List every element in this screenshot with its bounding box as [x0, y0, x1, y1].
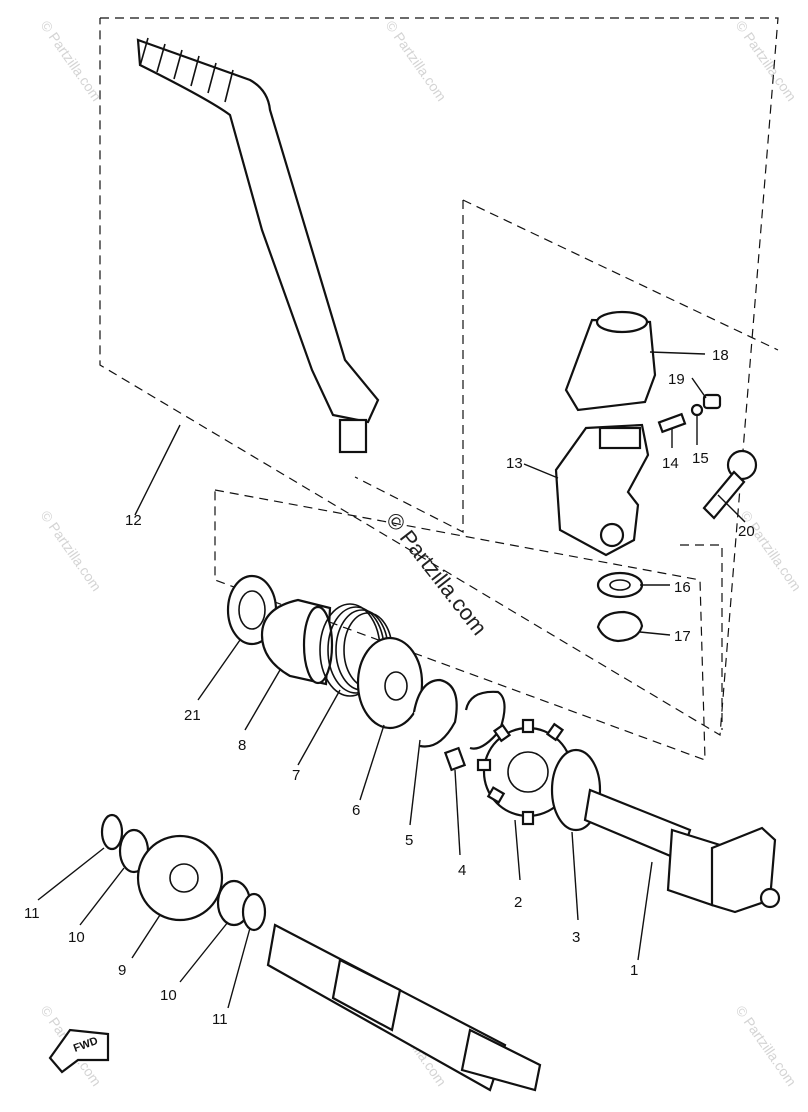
kick-axle: [583, 788, 781, 914]
idle-gear-circlip-left: [100, 813, 124, 851]
kick-boss-body: [554, 423, 650, 557]
watermark-top-left: © Partzilla.com: [38, 18, 105, 104]
kick-lever-pivot-stub: [338, 418, 368, 454]
idle-gear: [136, 834, 224, 922]
label-part-20: 20: [738, 523, 755, 540]
watermark-mid-right: © Partzilla.com: [738, 508, 805, 594]
label-part-12: 12: [125, 512, 142, 529]
small-fasteners: [657, 393, 758, 520]
label-part-4: 4: [458, 862, 466, 879]
watermark-top-right: © Partzilla.com: [733, 18, 800, 104]
kick-spring-assembly: [226, 574, 506, 772]
spring-clip: [412, 678, 458, 748]
clip-spacer: [443, 746, 467, 772]
bolt-group-outline: [680, 544, 723, 730]
kick-boss-cap-bore: [595, 310, 649, 334]
leader-lines: [37, 351, 746, 1009]
label-part-10-left: 10: [68, 929, 85, 946]
circlip: [596, 610, 644, 643]
main-axle: [266, 923, 542, 1092]
idle-gear-group: [100, 813, 267, 932]
spring-cover-plate: [356, 636, 424, 730]
label-part-2: 2: [514, 894, 522, 911]
lever-upper-outline: [462, 199, 779, 351]
forward-marker: FWD: [48, 1028, 110, 1074]
kick-lever: [136, 37, 380, 454]
label-part-21: 21: [184, 707, 201, 724]
ratchet-clip: [464, 690, 506, 750]
part-labels: 1 2 3 4 5 6 7 8 9 10 10 11 11 12 13 14 1…: [24, 347, 755, 1028]
idle-gear-circlip-right: [241, 892, 267, 932]
label-part-15: 15: [692, 450, 709, 467]
kick-boss-spline: [599, 522, 625, 548]
ball: [690, 403, 704, 417]
label-part-1: 1: [630, 962, 638, 979]
label-part-11-left: 11: [24, 905, 40, 922]
label-part-9: 9: [118, 962, 126, 979]
watermark-center: © Partzilla.com: [381, 508, 492, 640]
bolt: [702, 449, 758, 520]
label-part-3: 3: [572, 929, 580, 946]
label-part-5: 5: [405, 832, 413, 849]
label-part-17: 17: [674, 628, 691, 645]
watermark-top-mid: © Partzilla.com: [383, 18, 450, 104]
boss-washer-and-clip: [596, 571, 644, 643]
label-part-13: 13: [506, 455, 523, 472]
kick-gear-and-washer: [476, 718, 602, 832]
label-part-6: 6: [352, 802, 360, 819]
watermark-bottom-right: © Partzilla.com: [733, 1003, 800, 1089]
kick-lever-grip-ribs: [139, 37, 234, 103]
cap-plug: [702, 393, 722, 410]
kick-boss-slot: [598, 426, 642, 450]
plain-washer: [596, 571, 644, 599]
label-part-10-right: 10: [160, 987, 177, 1004]
label-part-18: 18: [712, 347, 729, 364]
kick-lever-group-outline: [99, 17, 779, 737]
label-part-16: 16: [674, 579, 691, 596]
watermark-mid-left: © Partzilla.com: [38, 508, 105, 594]
label-part-14: 14: [662, 455, 679, 472]
label-part-7: 7: [292, 767, 300, 784]
boss-group-outline: [354, 200, 464, 533]
label-part-19: 19: [668, 371, 685, 388]
label-part-11-right: 11: [212, 1011, 228, 1028]
kick-boss-cap: [564, 318, 657, 412]
spring-pin: [657, 412, 687, 434]
label-part-8: 8: [238, 737, 246, 754]
dashed-group-outlines: [99, 17, 779, 761]
kick-lever-arm: [136, 38, 380, 424]
kick-boss-assembly: [554, 310, 657, 557]
